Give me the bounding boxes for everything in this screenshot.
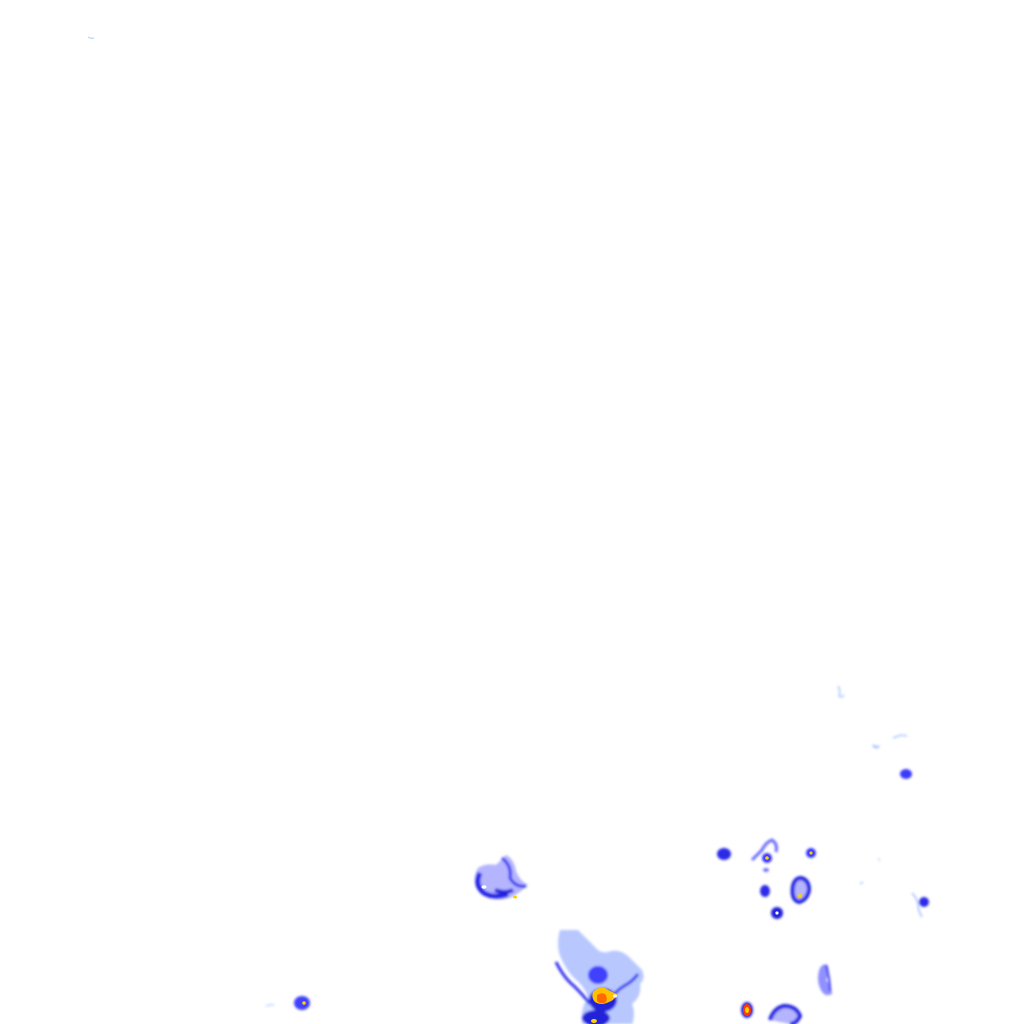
echo-cell-top-left xyxy=(87,36,95,40)
echo-cell-south-main xyxy=(554,930,644,1024)
echo-cluster-southeast xyxy=(717,838,929,996)
echo-cluster-northeast xyxy=(837,685,912,779)
echo-cell-center-south xyxy=(474,855,528,900)
echo-cell-south-east xyxy=(741,1002,803,1024)
echo-cell-south-west xyxy=(265,996,310,1010)
